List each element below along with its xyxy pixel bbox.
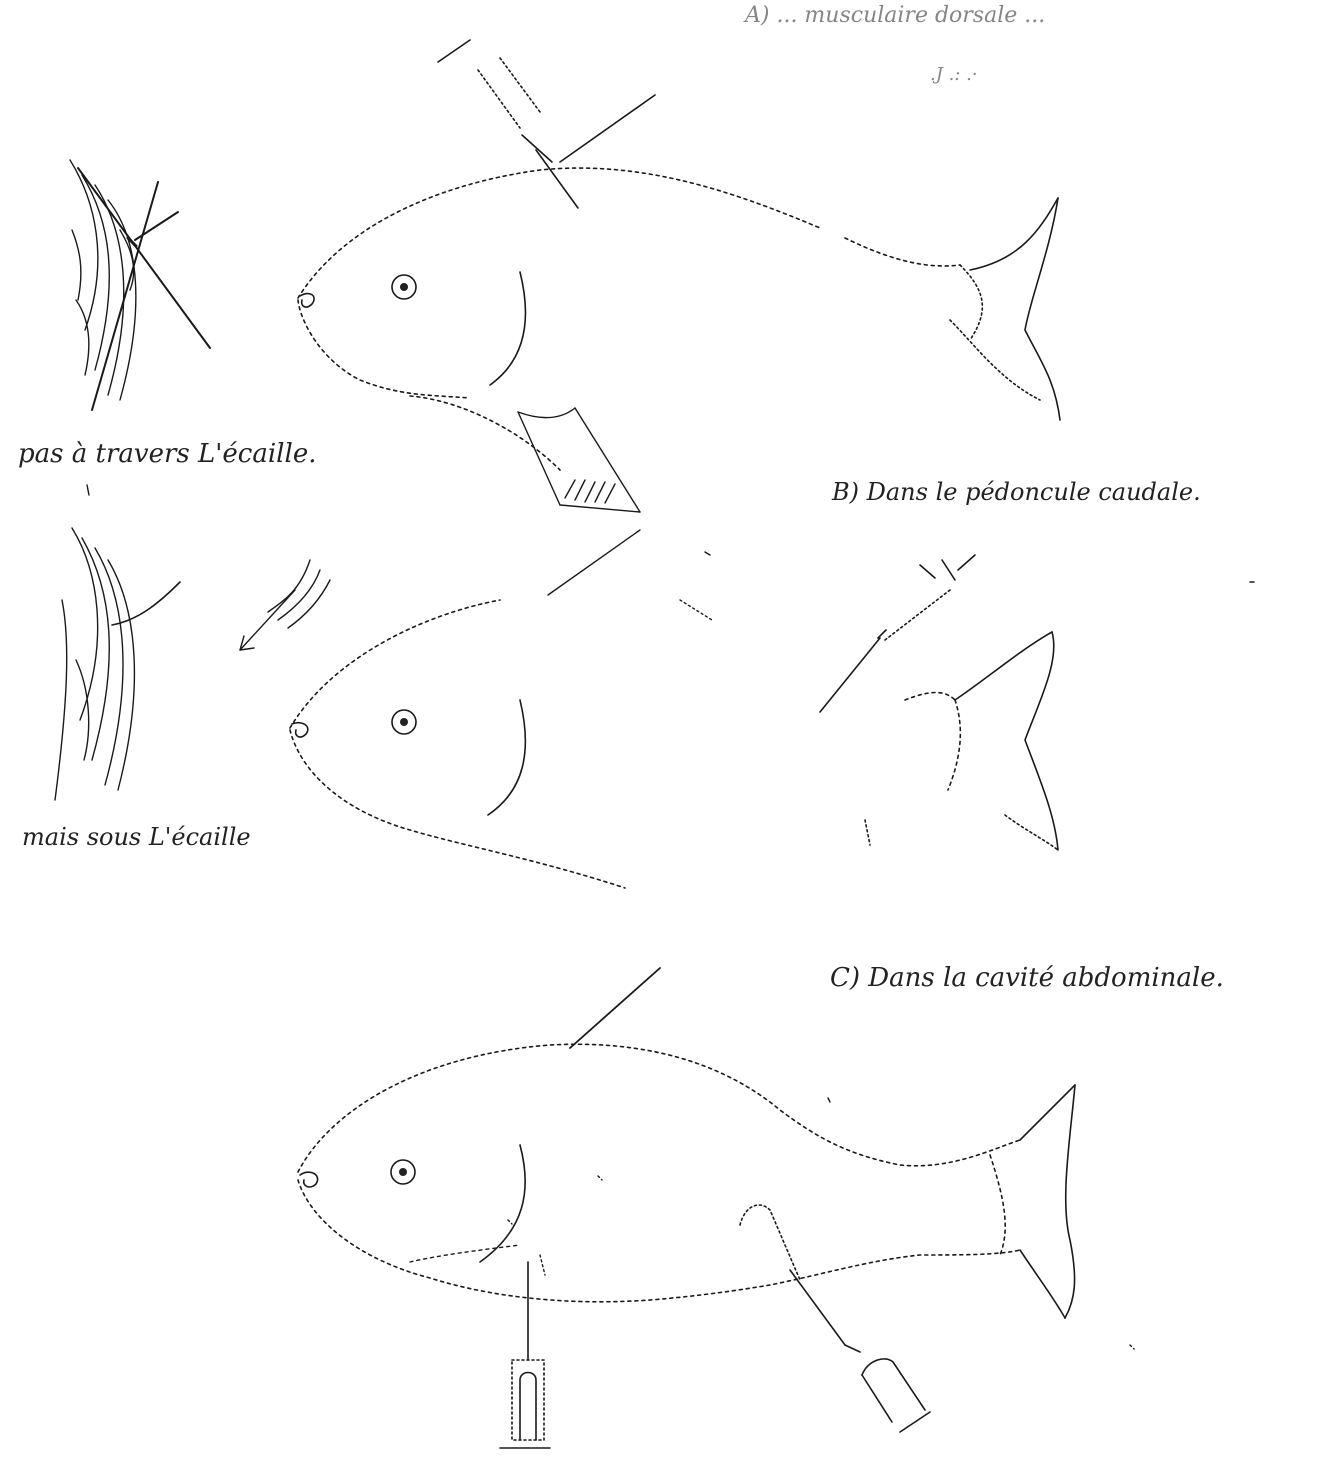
stray-marks (87, 485, 1254, 1102)
fish-2 (290, 555, 1058, 888)
fish-3-gill (480, 1145, 525, 1262)
fish-1 (298, 40, 1060, 512)
caption-a-line2: .J .: .· (930, 64, 978, 85)
fish-3-syringe-diagonal (740, 1205, 930, 1432)
needle-under-scale (112, 582, 180, 625)
fish-1-gill (490, 272, 525, 385)
fish-3-operculum (410, 1245, 520, 1262)
caption-a: A) ... musculaire dorsale ... (743, 3, 1045, 28)
fish-2-separator (548, 530, 712, 620)
scale-pattern-2 (55, 528, 134, 800)
fish-3-syringe-vertical (500, 1262, 550, 1448)
fish-3-belly-outline (298, 1180, 1020, 1302)
fish-2-syringe (820, 555, 975, 712)
cross-out-lines (78, 168, 210, 410)
caption-c: C) Dans la cavité abdominale. (830, 963, 1224, 993)
fish-3 (298, 968, 1134, 1448)
fish-2-gill (488, 700, 525, 815)
fish-2-pupil (400, 718, 408, 726)
scale-pattern (70, 160, 136, 400)
fish-1-syringe (438, 40, 655, 208)
fish-3-mouth (300, 1172, 318, 1187)
fish-2-dorsal-outline (290, 600, 500, 728)
fish-1-belly (410, 396, 560, 470)
scale-detail-wrong (70, 160, 210, 410)
scale-detail-correct (55, 528, 180, 800)
fish-3-stray-marks (508, 1176, 1134, 1349)
fish-1-mouth (300, 294, 314, 307)
fish-2-mouth (292, 723, 308, 737)
fish-1-pupil (400, 283, 408, 291)
fish-1-scale-patch (518, 408, 640, 512)
fish-1-tail (845, 198, 1060, 420)
fish-2-tail (865, 632, 1058, 850)
fish-3-dorsal-fin (570, 968, 660, 1048)
fish-3-dorsal-outline (298, 1044, 1020, 1172)
fish-3-pupil (399, 1168, 407, 1176)
fish-1-dorsal-outline (298, 168, 820, 298)
fish-1-head-outline (298, 300, 470, 398)
caption-through-scale: pas à travers L'écaille. (18, 439, 316, 469)
fish-2-head-outline (290, 730, 625, 888)
direction-arrow (240, 560, 330, 650)
fish-3-tail (990, 1085, 1075, 1318)
caption-b: B) Dans le pédoncule caudale. (831, 478, 1201, 506)
caption-under-scale: mais sous L'écaille (22, 823, 251, 851)
